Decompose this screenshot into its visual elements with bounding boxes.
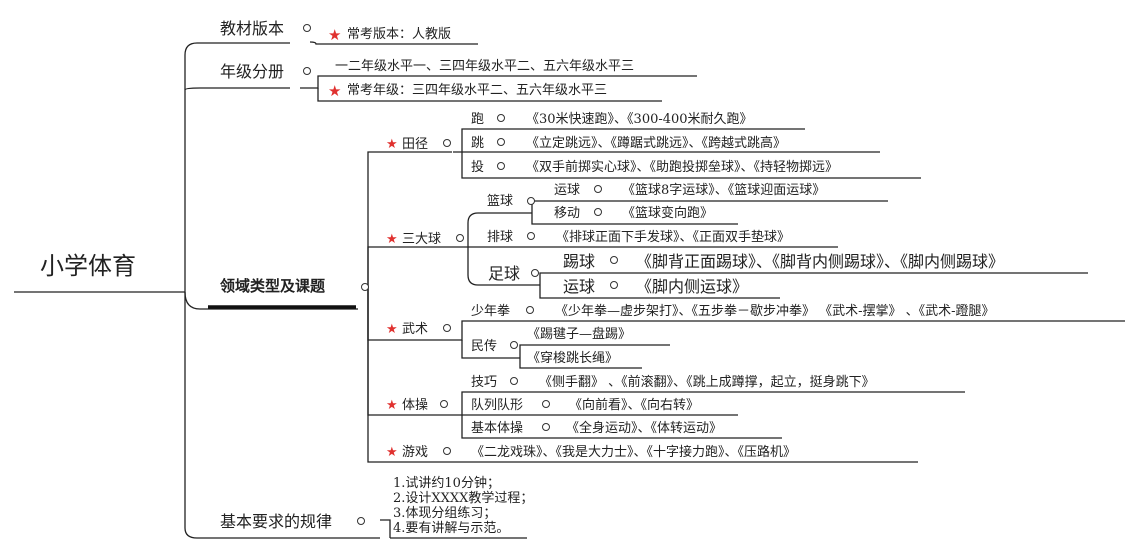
- martial-boxing-items[interactable]: 《少年拳—虚步架打》、《五步拳－歇步冲拳》 《武术-摆掌》 、《武术-蹬腿》: [555, 304, 995, 319]
- collapse-dot-icon[interactable]: [542, 423, 550, 431]
- collapse-dot-icon[interactable]: [610, 256, 618, 264]
- branch-grade-label[interactable]: 年级分册: [220, 62, 285, 81]
- track-throw-items[interactable]: 《双手前掷实心球》、《助跑投掷垒球》、《持轻物掷远》: [526, 160, 839, 175]
- martial-folk-item1[interactable]: 《踢毽子—盘踢》: [527, 327, 632, 342]
- track-run-label[interactable]: 跑: [471, 112, 485, 127]
- collapse-dot-icon[interactable]: [610, 281, 618, 289]
- football-kick-label[interactable]: 踢球: [563, 252, 596, 271]
- gym-label[interactable]: 体操: [402, 398, 429, 413]
- star-icon: ★: [386, 137, 398, 152]
- rule-item[interactable]: 3.体现分组练习；: [393, 506, 497, 521]
- martial-folk-item2[interactable]: 《穿梭跳长绳》: [527, 351, 619, 366]
- collapse-dot-icon[interactable]: [497, 162, 505, 170]
- rule-item[interactable]: 1.试讲约10分钟；: [393, 476, 500, 491]
- volleyball-items[interactable]: 《排球正面下手发球》、《正面双手垫球》: [556, 230, 791, 245]
- gym-skill-items[interactable]: 《侧手翻》 、《前滚翻》、《跳上成蹲撑，起立，挺身跳下》: [539, 375, 875, 390]
- volleyball-label[interactable]: 排球: [487, 230, 514, 245]
- basketball-move-label[interactable]: 移动: [554, 206, 581, 221]
- branch-textbook-label[interactable]: 教材版本: [220, 19, 285, 38]
- gym-formation-items[interactable]: 《向前看》、《向右转》: [569, 398, 700, 413]
- gym-skill-label[interactable]: 技巧: [471, 375, 498, 390]
- basketball-dribble-items[interactable]: 《篮球8字运球》、《篮球迎面运球》: [622, 183, 826, 198]
- collapse-dot-icon[interactable]: [526, 306, 534, 314]
- star-icon: ★: [328, 26, 342, 44]
- martial-label[interactable]: 武术: [402, 322, 429, 337]
- collapse-dot-icon[interactable]: [527, 197, 535, 205]
- star-icon: ★: [386, 445, 398, 460]
- martial-folk-label[interactable]: 民传: [471, 339, 498, 354]
- balls-label[interactable]: 三大球: [402, 232, 442, 247]
- football-kick-items[interactable]: 《脚背正面踢球》、《脚背内侧踢球》、《脚内侧踢球》: [636, 252, 1005, 271]
- textbook-note[interactable]: 常考版本：人教版: [347, 27, 452, 42]
- football-carry-items[interactable]: 《脚内侧运球》: [636, 277, 749, 296]
- root-title[interactable]: 小学体育: [40, 252, 136, 280]
- collapse-dot-icon[interactable]: [303, 67, 311, 75]
- collapse-dot-icon[interactable]: [594, 208, 602, 216]
- football-carry-label[interactable]: 运球: [563, 277, 596, 296]
- collapse-dot-icon[interactable]: [497, 114, 505, 122]
- star-icon: ★: [386, 398, 398, 413]
- collapse-dot-icon[interactable]: [531, 269, 539, 277]
- branch-domain-label[interactable]: 领域类型及课题: [220, 277, 326, 295]
- track-label[interactable]: 田径: [402, 137, 429, 152]
- rule-item[interactable]: 4.要有讲解与示范。: [393, 521, 510, 536]
- collapse-dot-icon[interactable]: [443, 324, 451, 332]
- games-items[interactable]: 《二龙戏珠》、《我是大力士》、《十字接力跑》、《压路机》: [471, 445, 797, 460]
- football-label[interactable]: 足球: [488, 264, 521, 283]
- games-label[interactable]: 游戏: [402, 445, 429, 460]
- collapse-dot-icon[interactable]: [527, 232, 535, 240]
- gym-formation-label[interactable]: 队列队形: [471, 398, 524, 413]
- branch-rules-label[interactable]: 基本要求的规律: [220, 512, 333, 531]
- collapse-dot-icon[interactable]: [303, 24, 311, 32]
- grade-note[interactable]: 常考年级：三四年级水平二、五六年级水平三: [347, 83, 608, 98]
- gym-basic-label[interactable]: 基本体操: [471, 421, 524, 436]
- basketball-label[interactable]: 篮球: [487, 194, 514, 209]
- track-run-items[interactable]: 《30米快速跑》、《300-400米耐久跑》: [526, 112, 753, 127]
- collapse-dot-icon[interactable]: [510, 341, 518, 349]
- collapse-dot-icon[interactable]: [456, 234, 464, 242]
- star-icon: ★: [386, 322, 398, 337]
- collapse-dot-icon[interactable]: [361, 283, 369, 291]
- collapse-dot-icon[interactable]: [542, 400, 550, 408]
- collapse-dot-icon[interactable]: [594, 185, 602, 193]
- track-jump-items[interactable]: 《立定跳远》、《蹲踞式跳远》、《跨越式跳高》: [526, 136, 787, 151]
- collapse-dot-icon[interactable]: [443, 139, 451, 147]
- collapse-dot-icon[interactable]: [497, 138, 505, 146]
- martial-boxing-label[interactable]: 少年拳: [471, 304, 511, 319]
- star-icon: ★: [328, 82, 342, 100]
- gym-basic-items[interactable]: 《全身运动》、《体转运动》: [566, 421, 723, 436]
- track-throw-label[interactable]: 投: [471, 160, 485, 175]
- collapse-dot-icon[interactable]: [443, 447, 451, 455]
- track-jump-label[interactable]: 跳: [471, 136, 485, 151]
- basketball-move-items[interactable]: 《篮球变向跑》: [622, 206, 714, 221]
- rule-item[interactable]: 2.设计XXXX教学过程；: [393, 491, 534, 506]
- basketball-dribble-label[interactable]: 运球: [554, 183, 581, 198]
- collapse-dot-icon[interactable]: [357, 517, 365, 525]
- grade-levels[interactable]: 一二年级水平一、三四年级水平二、五六年级水平三: [335, 59, 635, 74]
- star-icon: ★: [386, 232, 398, 247]
- collapse-dot-icon[interactable]: [510, 377, 518, 385]
- collapse-dot-icon[interactable]: [440, 400, 448, 408]
